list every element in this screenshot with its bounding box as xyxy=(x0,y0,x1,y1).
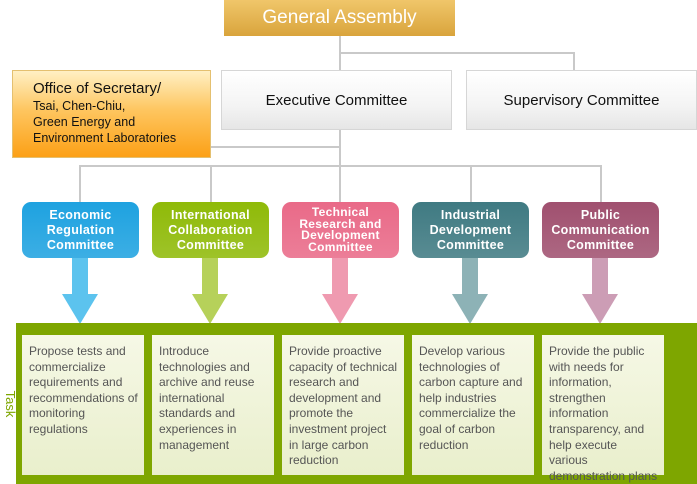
committee-label-line: Committee xyxy=(566,237,635,252)
connector-ga-down xyxy=(339,36,341,53)
task-international-collaboration: Introduce technologies and archive and r… xyxy=(152,335,274,475)
office-of-secretary-node: Office of Secretary/ Tsai, Chen-Chiu, Gr… xyxy=(12,70,211,158)
committee-label-line: Development xyxy=(301,228,380,242)
committee-label-line: Technical xyxy=(311,205,370,219)
connector-committee-5 xyxy=(600,165,602,202)
down-arrow-icon xyxy=(192,258,228,324)
committee-label-line: Research and xyxy=(299,216,382,231)
down-arrow-icon xyxy=(582,258,618,324)
connector-committee-2 xyxy=(210,165,212,202)
committee-label-line: Communication xyxy=(551,222,650,237)
connector-committee-3 xyxy=(339,165,341,202)
committee-label-line: Industrial xyxy=(440,207,501,222)
connector-to-supervisory xyxy=(573,52,575,70)
connector-top-horizontal xyxy=(339,52,575,54)
task-label: Task xyxy=(3,390,18,418)
committee-international-collaboration: International Collaboration Committee xyxy=(152,202,269,258)
office-title: Office of Secretary/ xyxy=(33,80,162,97)
committee-label-line: Development xyxy=(429,222,512,237)
committee-industrial-development: Industrial Development Committee xyxy=(412,202,529,258)
committee-label-line: Collaboration xyxy=(168,222,253,237)
committee-public-communication: Public Communication Committee xyxy=(542,202,659,258)
office-line: Environment Laboratories xyxy=(33,131,177,145)
committee-label-line: Public xyxy=(580,207,621,222)
committee-economic-regulation: Economic Regulation Committee xyxy=(22,202,139,258)
committee-label-line: Committee xyxy=(436,237,505,252)
committee-label-line: Committee xyxy=(46,237,115,252)
down-arrow-icon xyxy=(62,258,98,324)
task-economic-regulation: Propose tests and commercialize requirem… xyxy=(22,335,144,475)
committee-label-line: International xyxy=(171,207,250,222)
task-public-communication: Provide the public with needs for inform… xyxy=(542,335,664,483)
task-industrial-development: Develop various technologies of carbon c… xyxy=(412,335,534,475)
committee-technical-rd: Technical Research and Development Commi… xyxy=(282,202,399,258)
committee-label-line: Committee xyxy=(176,237,245,252)
office-line: Tsai, Chen-Chiu, xyxy=(33,99,126,113)
down-arrow-icon xyxy=(322,258,358,324)
office-line: Green Energy and xyxy=(33,115,136,129)
connector-exec-down xyxy=(339,130,341,167)
committee-label-line: Economic xyxy=(49,207,112,222)
committee-label-line: Committee xyxy=(308,239,373,254)
down-arrow-icon xyxy=(452,258,488,324)
connector-committee-1 xyxy=(79,165,81,202)
general-assembly-node: General Assembly xyxy=(224,0,455,36)
connector-office xyxy=(211,146,340,148)
executive-committee-node: Executive Committee xyxy=(221,70,452,130)
connector-committee-4 xyxy=(470,165,472,202)
connector-to-executive xyxy=(339,52,341,70)
task-technical-rd: Provide proactive capacity of technical … xyxy=(282,335,404,475)
supervisory-committee-node: Supervisory Committee xyxy=(466,70,697,130)
committee-label-line: Regulation xyxy=(46,222,115,237)
